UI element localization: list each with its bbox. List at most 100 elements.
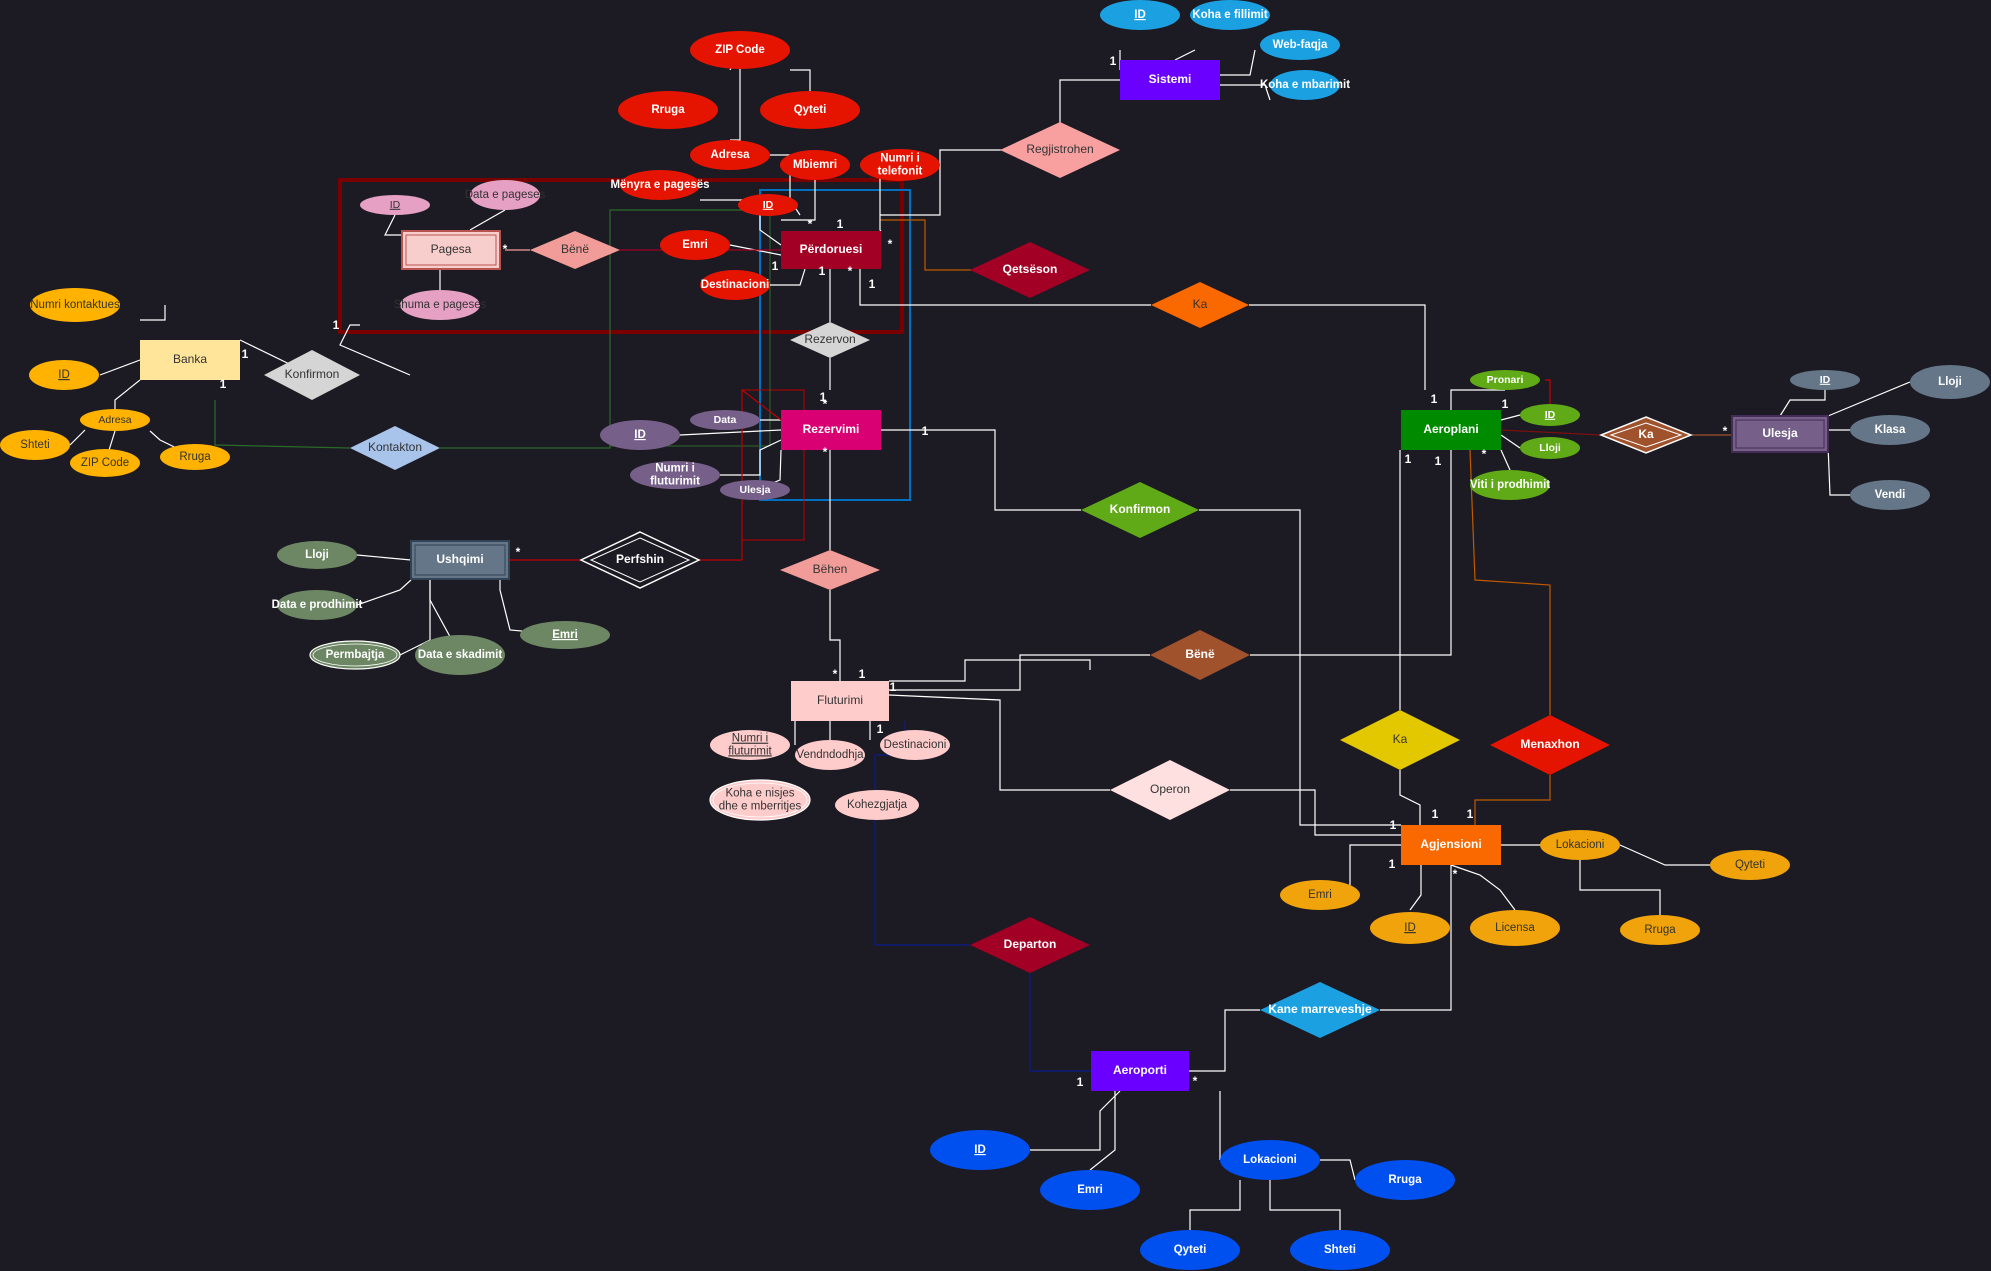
attribute-shape bbox=[1620, 915, 1700, 945]
attribute-aApRr[interactable]: Rruga bbox=[1355, 1160, 1455, 1200]
attribute-aAgjRr[interactable]: Rruga bbox=[1620, 915, 1700, 945]
entity-Sistemi[interactable]: Sistemi bbox=[1120, 60, 1220, 100]
attribute-aUlKlasa[interactable]: Klasa bbox=[1850, 415, 1930, 445]
relationship-rPerfshin[interactable]: Perfshin bbox=[579, 531, 701, 589]
entity-Pagesa[interactable]: Pagesa bbox=[401, 230, 501, 270]
entity-label: Ulesja bbox=[1762, 426, 1798, 440]
relationship-rKonfirmonAero[interactable]: Konfirmon bbox=[1081, 482, 1199, 538]
relationship-rQetseson[interactable]: Qetsëson bbox=[970, 242, 1090, 298]
entity-Ulesja[interactable]: Ulesja bbox=[1731, 415, 1829, 453]
relationship-rRegjistrohen[interactable]: Regjistrohen bbox=[1000, 122, 1120, 178]
attribute-shape bbox=[1355, 1160, 1455, 1200]
attribute-label: Koha e mbarimit bbox=[1260, 79, 1350, 91]
attribute-aRezData[interactable]: Data bbox=[690, 410, 760, 430]
attribute-aZip[interactable]: ZIP Code bbox=[690, 31, 790, 69]
attribute-aUshLloji[interactable]: Lloji bbox=[277, 541, 357, 569]
connector-line bbox=[1029, 973, 1091, 1072]
attribute-aApID[interactable]: ID bbox=[930, 1130, 1030, 1170]
attribute-aFlVend[interactable]: Vendndodhja bbox=[795, 740, 865, 770]
relationship-rKonfirmonBanka[interactable]: Konfirmon bbox=[264, 350, 360, 400]
attribute-aNrKont[interactable]: Numri kontaktues bbox=[30, 288, 120, 322]
attribute-shape bbox=[660, 230, 730, 260]
attribute-aEmri1[interactable]: Emri bbox=[660, 230, 730, 260]
relationship-rKaneMarr[interactable]: Kane marreveshje bbox=[1260, 982, 1380, 1038]
attribute-aDest1[interactable]: Destinacioni bbox=[700, 270, 770, 300]
relationship-shape bbox=[1150, 630, 1250, 680]
attribute-aZipB[interactable]: ZIP Code bbox=[70, 449, 140, 477]
attribute-aQyteti1[interactable]: Qyteti bbox=[760, 91, 860, 129]
attribute-aRezID[interactable]: ID bbox=[600, 420, 680, 450]
attribute-aAgjQyt[interactable]: Qyteti bbox=[1710, 850, 1790, 880]
attribute-aPagID[interactable]: ID bbox=[360, 195, 430, 215]
entity-Aeroplani[interactable]: Aeroplani bbox=[1401, 410, 1501, 450]
attribute-shape bbox=[618, 91, 718, 129]
attribute-aFlDest[interactable]: Destinacioni bbox=[880, 730, 950, 760]
relationship-rRezervon[interactable]: Rezervon bbox=[790, 322, 870, 358]
attribute-aUshPerm[interactable]: Permbajtja bbox=[309, 640, 401, 670]
cardinality-label: 1 bbox=[1431, 392, 1438, 406]
relationship-rKaAgj[interactable]: Ka bbox=[1340, 710, 1460, 770]
attribute-aShuma[interactable]: Shuma e pageses bbox=[394, 290, 487, 320]
entity-Agjensioni[interactable]: Agjensioni bbox=[1401, 825, 1501, 865]
entity-Ushqimi[interactable]: Ushqimi bbox=[410, 540, 510, 580]
attribute-aAdresa1[interactable]: Adresa bbox=[690, 140, 770, 170]
attribute-aUserID[interactable]: ID bbox=[738, 194, 798, 216]
entity-Rezervimi[interactable]: Rezervimi bbox=[781, 410, 881, 450]
attribute-aFlKoh[interactable]: Kohezgjatja bbox=[835, 790, 919, 820]
attribute-aDataPag[interactable]: Data e pageses bbox=[465, 180, 546, 210]
attribute-aRruga1[interactable]: Rruga bbox=[618, 91, 718, 129]
attribute-aUlVendi[interactable]: Vendi bbox=[1850, 480, 1930, 510]
attribute-aUlLloji[interactable]: Lloji bbox=[1910, 365, 1990, 399]
attribute-aApEmri[interactable]: Emri bbox=[1040, 1170, 1140, 1210]
attribute-aKohaFill[interactable]: Koha e fillimit bbox=[1190, 0, 1270, 30]
attribute-shape bbox=[690, 410, 760, 430]
attribute-aRrugaB[interactable]: Rruga bbox=[160, 444, 230, 470]
relationship-rOperon[interactable]: Operon bbox=[1110, 760, 1230, 820]
attribute-label: ID bbox=[1545, 409, 1556, 421]
attribute-aWeb[interactable]: Web-faqja bbox=[1260, 30, 1340, 60]
relationship-rMenaxhon[interactable]: Menaxhon bbox=[1490, 715, 1610, 775]
attribute-aUshSkad[interactable]: Data e skadimit bbox=[415, 635, 505, 675]
relationship-rBehen[interactable]: Bëhen bbox=[780, 550, 880, 590]
relationship-rKaUlesja[interactable]: Ka bbox=[1598, 416, 1694, 454]
attribute-aApQyt[interactable]: Qyteti bbox=[1140, 1230, 1240, 1270]
attribute-aAgjLok[interactable]: Lokacioni bbox=[1540, 830, 1620, 860]
attribute-shape bbox=[700, 270, 770, 300]
attribute-aRezUl[interactable]: Ulesja bbox=[720, 480, 790, 500]
attribute-aSisID[interactable]: ID bbox=[1100, 0, 1180, 30]
attribute-aUshEmri[interactable]: Emri bbox=[520, 621, 610, 649]
attribute-aKohaMbar[interactable]: Koha e mbarimit bbox=[1260, 70, 1350, 100]
attribute-aBankID[interactable]: ID bbox=[29, 360, 99, 390]
relationship-rKaUser[interactable]: Ka bbox=[1151, 282, 1249, 328]
attribute-aMbiemri[interactable]: Mbiemri bbox=[780, 150, 850, 180]
relationship-rBenePagesa[interactable]: Bënë bbox=[530, 231, 620, 269]
relationship-rDeparton[interactable]: Departon bbox=[970, 917, 1090, 973]
entity-Perdoruesi[interactable]: Përdoruesi bbox=[781, 231, 881, 269]
attribute-aUshProd[interactable]: Data e prodhimit bbox=[272, 590, 363, 620]
connector-line bbox=[1250, 450, 1452, 656]
attribute-aAeLloji[interactable]: Lloji bbox=[1520, 437, 1580, 459]
attribute-aAgjEmri[interactable]: Emri bbox=[1280, 880, 1360, 910]
entity-Aeroporti[interactable]: Aeroporti bbox=[1091, 1051, 1189, 1091]
relationship-rKontakton[interactable]: Kontakton bbox=[350, 426, 440, 470]
attribute-aAdresaB[interactable]: Adresa bbox=[80, 409, 150, 431]
attribute-aUlID[interactable]: ID bbox=[1790, 370, 1860, 390]
entity-label: Agjensioni bbox=[1420, 837, 1481, 851]
attribute-aMenyra[interactable]: Mënyra e pagesës bbox=[610, 170, 710, 200]
attribute-aApSht[interactable]: Shteti bbox=[1290, 1230, 1390, 1270]
attribute-aAeViti[interactable]: Viti i prodhimit bbox=[1470, 470, 1550, 500]
attribute-aAgjID[interactable]: ID bbox=[1370, 912, 1450, 944]
attribute-aAeID[interactable]: ID bbox=[1520, 404, 1580, 426]
connector-line bbox=[1059, 79, 1120, 130]
entity-Banka[interactable]: Banka bbox=[140, 340, 240, 380]
attribute-aShtetiB[interactable]: Shteti bbox=[0, 430, 70, 460]
attribute-aApLok[interactable]: Lokacioni bbox=[1220, 1140, 1320, 1180]
relationship-rBeneFlut[interactable]: Bënë bbox=[1150, 630, 1250, 680]
entity-Fluturimi[interactable]: Fluturimi bbox=[791, 681, 889, 721]
attribute-aAePron[interactable]: Pronari bbox=[1470, 370, 1540, 390]
attribute-aAgjLic[interactable]: Licensa bbox=[1470, 910, 1560, 946]
